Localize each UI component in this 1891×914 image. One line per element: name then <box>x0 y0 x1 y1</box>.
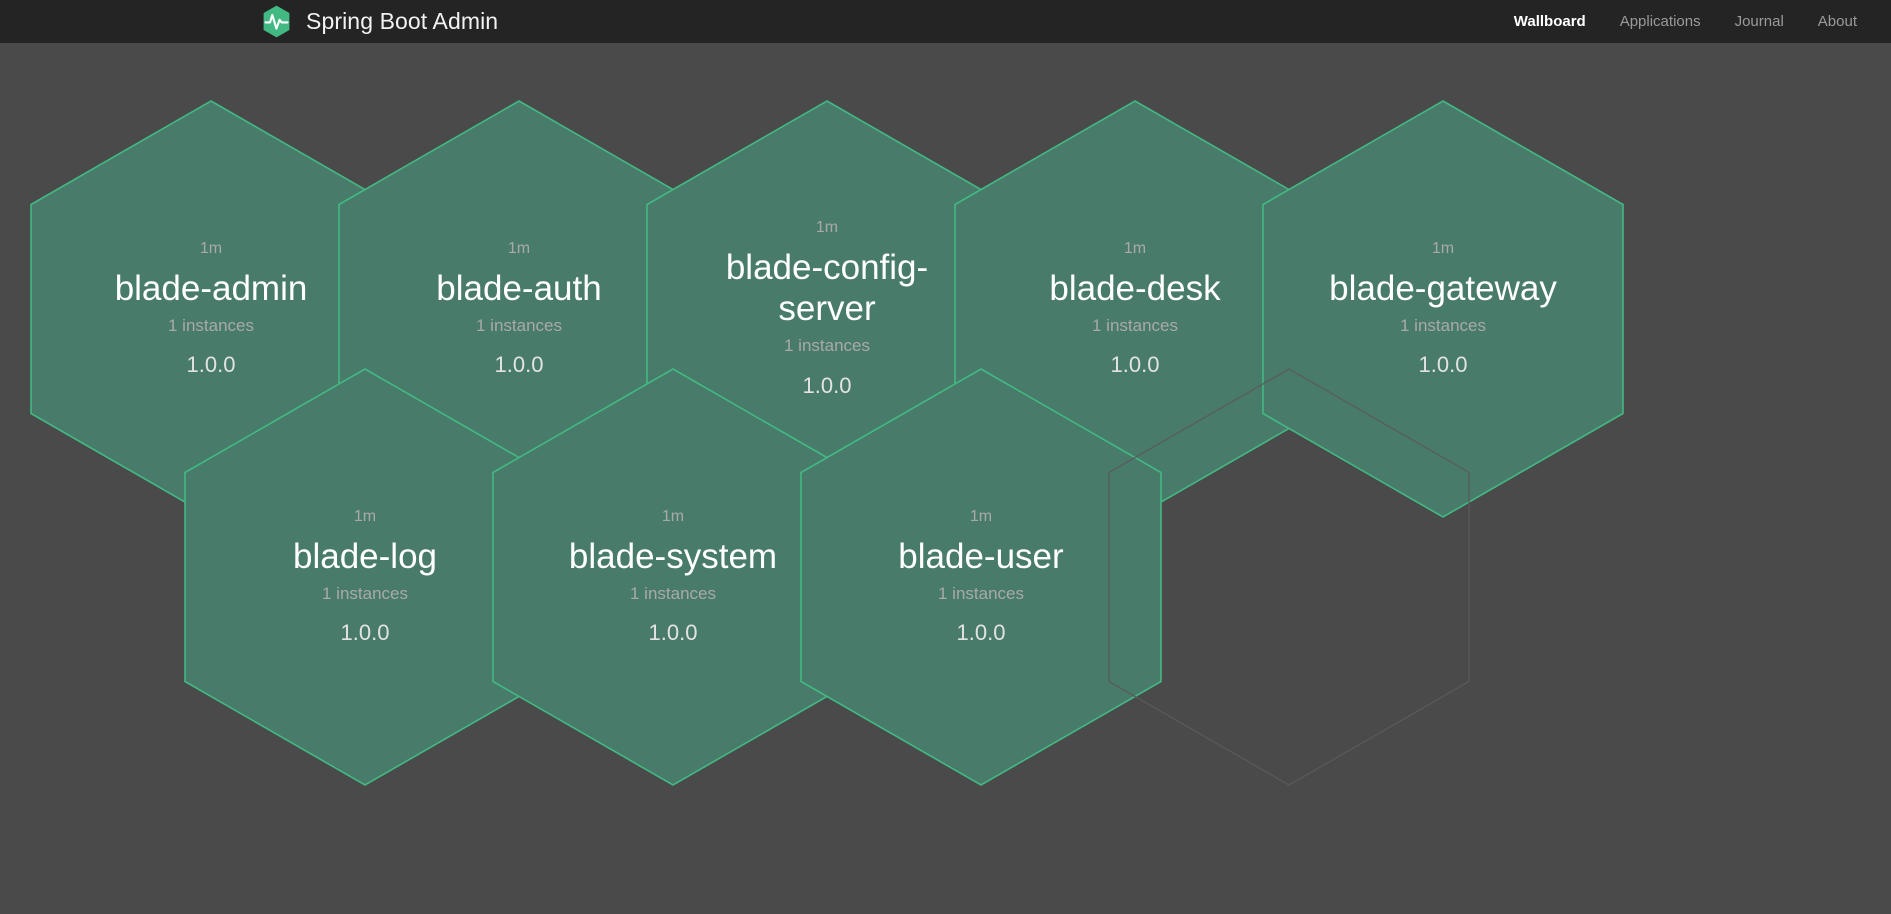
application-instances: 1 instances <box>784 336 870 356</box>
application-version: 1.0.0 <box>1418 351 1468 377</box>
application-instances: 1 instances <box>322 583 408 603</box>
hexagon-shape <box>1262 100 1624 518</box>
application-version: 1.0.0 <box>494 351 544 377</box>
application-status: 1m <box>1431 239 1455 257</box>
empty-hexagon-placeholder <box>1108 368 1470 786</box>
application-instances: 1 instances <box>630 583 716 603</box>
application-name: blade-system <box>568 536 778 576</box>
application-version: 1.0.0 <box>648 619 698 645</box>
nav-link-journal[interactable]: Journal <box>1734 13 1784 30</box>
application-name: blade-config-server <box>725 247 929 329</box>
application-instances: 1 instances <box>168 315 254 335</box>
hexagon-outline-shape <box>1108 368 1470 786</box>
application-status: 1m <box>661 507 685 525</box>
application-name: blade-log <box>293 536 437 576</box>
application-instances: 1 instances <box>938 583 1024 603</box>
application-name: blade-gateway <box>1329 268 1557 308</box>
nav-links: Wallboard Applications Journal About <box>1514 0 1857 43</box>
heartbeat-hexagon-icon <box>258 3 295 40</box>
application-version: 1.0.0 <box>956 619 1006 645</box>
nav-link-wallboard[interactable]: Wallboard <box>1513 13 1586 30</box>
nav-link-about[interactable]: About <box>1817 13 1857 30</box>
application-version: 1.0.0 <box>1110 351 1160 377</box>
application-hexagon[interactable]: 1m blade-gateway 1 instances 1.0.0 <box>1262 100 1624 518</box>
application-status: 1m <box>1123 239 1147 257</box>
application-status: 1m <box>969 507 993 525</box>
wallboard: 1m blade-admin 1 instances 1.0.0 1m blad… <box>0 43 1891 914</box>
brand-title: Spring Boot Admin <box>306 8 499 34</box>
application-name: blade-desk <box>1049 268 1221 308</box>
application-name: blade-user <box>898 536 1064 576</box>
application-status: 1m <box>507 239 531 257</box>
nav-link-applications[interactable]: Applications <box>1619 13 1701 30</box>
application-status: 1m <box>353 507 377 525</box>
application-status: 1m <box>815 218 839 236</box>
application-name: blade-admin <box>114 268 308 308</box>
navbar: Spring Boot Admin Wallboard Applications… <box>0 0 1891 43</box>
hexagon-shape <box>800 368 1162 786</box>
application-version: 1.0.0 <box>186 351 236 377</box>
application-version: 1.0.0 <box>802 372 852 398</box>
application-name: blade-auth <box>436 268 602 308</box>
application-hexagon[interactable]: 1m blade-user 1 instances 1.0.0 <box>800 368 1162 786</box>
brand-link[interactable]: Spring Boot Admin <box>258 0 498 43</box>
application-instances: 1 instances <box>1400 315 1486 335</box>
application-status: 1m <box>199 239 223 257</box>
application-instances: 1 instances <box>476 315 562 335</box>
application-version: 1.0.0 <box>340 619 390 645</box>
application-instances: 1 instances <box>1092 315 1178 335</box>
